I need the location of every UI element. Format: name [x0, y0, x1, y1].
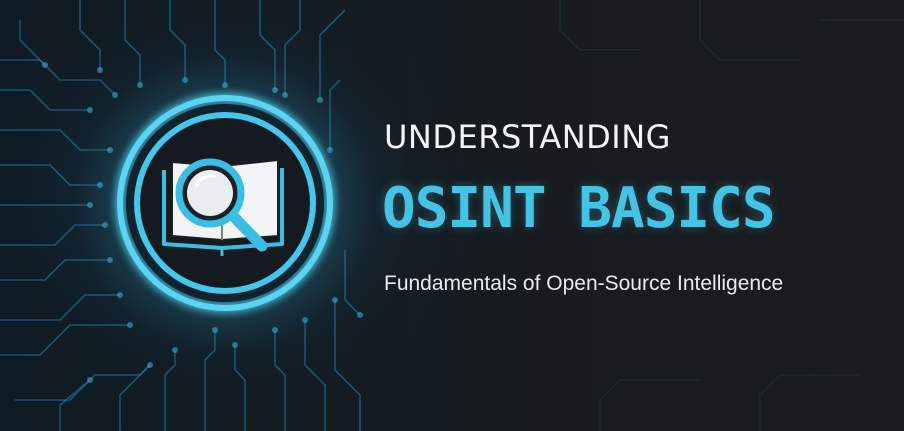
subtitle: Fundamentals of Open-Source Intelligence [384, 272, 784, 295]
book-magnifier-icon [162, 158, 284, 256]
title-line-1: UNDERSTANDING [384, 118, 671, 156]
title-line-2: OSINT BASICS [382, 176, 776, 241]
